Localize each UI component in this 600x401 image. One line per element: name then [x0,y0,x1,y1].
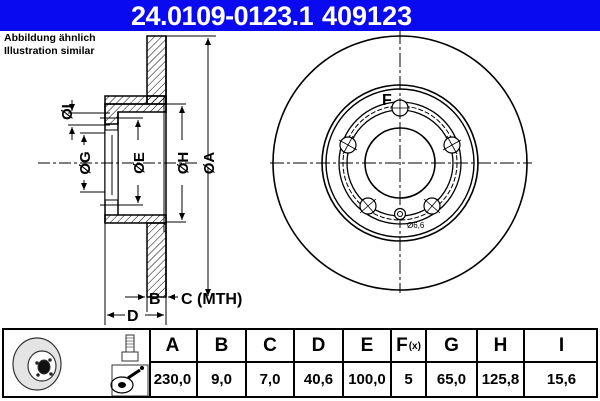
spec-header-g: G [427,330,476,363]
spec-value-a: 230,0 [153,371,192,388]
spec-column-g: G 65,0 [427,330,478,396]
spec-header-label: C [263,334,277,356]
label-H: ØH [175,152,192,175]
label-A: ØA [201,152,218,175]
spec-value-i: 15,6 [546,371,577,388]
spec-column-a: A 230,0 [149,330,198,396]
reference-number: 409123 [322,1,413,31]
spec-header-label: D [311,334,326,356]
hub-cleaning-icon [110,364,149,397]
spec-header-h: H [478,330,523,363]
spec-header-sub: (x) [408,340,421,352]
spec-value-e: 100,0 [348,371,386,388]
spec-value-h: 125,8 [481,371,520,388]
spec-column-b: B 9,0 [198,330,247,396]
spec-value-f: 5 [404,371,413,388]
side-section-view: ØI ØG ØE ØH ØA B C (MTH) D [38,35,242,325]
spec-header-label: B [214,334,229,356]
front-view: F Ø6,6 [270,30,532,293]
label-hole-diameter: Ø6,6 [407,221,425,230]
spec-value-d: 40,6 [303,371,334,388]
spec-header-i: I [525,330,598,363]
spec-header-label: I [558,334,565,356]
spec-header-f: F(x) [392,330,425,363]
spec-header-label: H [493,334,508,356]
spec-column-e: E 100,0 [344,330,392,396]
spec-header-a: A [149,330,196,363]
label-C: C (MTH) [181,291,242,308]
spec-value-g: 65,0 [436,371,467,388]
label-G: ØG [77,151,94,174]
brake-disc-icon [12,337,62,391]
title-bar: 24.0109-0123.1 409123 [0,0,600,31]
spec-table: A 230,0 B 9,0 C 7,0 D 40,6 E 100,0 F(x) 5 G 65,0 H 125,… [2,328,598,398]
spec-column-i: I 15,6 [525,330,598,396]
spec-header-d: D [295,330,342,363]
note-german: Abbildung ähnlich [4,32,96,44]
spec-column-c: C 7,0 [247,330,295,396]
technical-drawing: ØI ØG ØE ØH ØA B C (MTH) D [38,30,532,325]
spec-header-label: F [396,334,408,356]
note-english: Illustration similar [4,45,95,57]
spec-value-b: 9,0 [211,371,232,388]
spec-column-f: F(x) 5 [392,330,427,396]
label-F: F [382,92,392,109]
part-number: 24.0109-0123.1 [131,1,314,31]
label-B: B [149,291,161,308]
spec-column-d: D 40,6 [295,330,344,396]
icon-cell [4,330,151,397]
spec-header-b: B [198,330,245,363]
spec-header-c: C [247,330,293,363]
label-E: ØE [131,152,148,174]
illustration-note: Abbildung ähnlich Illustration similar [4,32,96,58]
bolt-icon [121,334,139,362]
spec-header-label: A [165,334,180,356]
spec-column-h: H 125,8 [478,330,525,396]
spec-value-c: 7,0 [259,371,281,388]
label-I: ØI [59,104,76,120]
spec-header-e: E [344,330,390,363]
spec-header-label: G [444,334,459,356]
label-D: D [127,308,139,325]
spec-header-label: E [360,334,374,356]
